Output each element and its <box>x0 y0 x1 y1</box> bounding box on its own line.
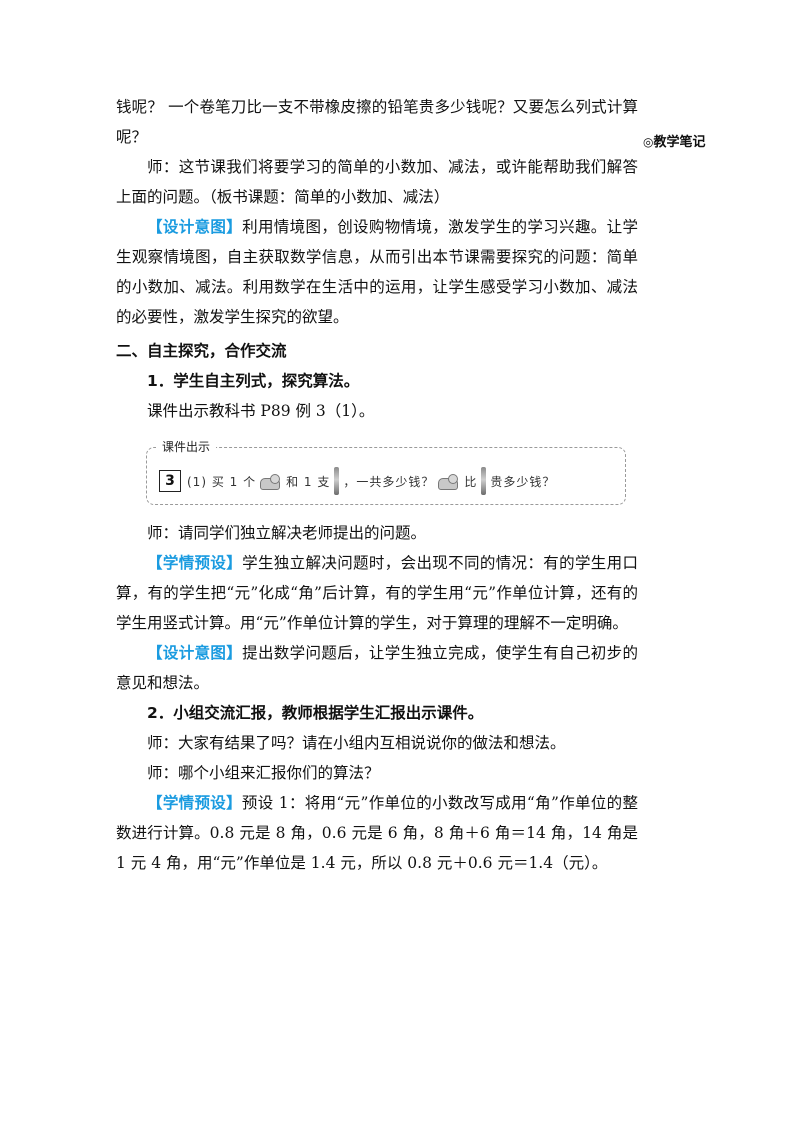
problem-seg-5: 贵多少钱？ <box>490 474 556 489</box>
section-heading: 二、自主探究，合作交流 <box>116 342 287 360</box>
paragraph-7: 【设计意图】提出数学问题后，让学生独立完成，使学生有自己初步的意见和想法。 <box>116 638 638 698</box>
design-intent-tag: 【设计意图】 <box>147 218 243 236</box>
teaching-notes-label: ◎教学笔记 <box>643 131 706 150</box>
paragraph-10-text: 预设 1：将用“元”作单位的小数改写成用“角”作单位的整数进行计算。0.8 元是… <box>116 794 638 872</box>
paragraph-9: 师：哪个小组来汇报你们的算法？ <box>147 764 380 782</box>
courseware-label: 课件出示 <box>156 438 217 455</box>
subheading-2: 2．小组交流汇报，教师根据学生汇报出示课件。 <box>147 704 484 722</box>
courseware-frame: 3 (1) 买 1 个 和 1 支 ，一共多少钱？ 比 贵多少钱？ <box>146 447 626 505</box>
problem-seg-2: 和 1 支 <box>286 474 331 489</box>
design-intent-tag: 【设计意图】 <box>147 644 243 662</box>
pencil-icon <box>481 467 487 495</box>
problem-seg-3: ，一共多少钱？ <box>343 474 435 489</box>
paragraph-4: 课件出示教科书 P89 例 3（1）。 <box>147 402 375 420</box>
learning-preview-tag: 【学情预设】 <box>147 554 243 572</box>
courseware-problem: 3 (1) 买 1 个 和 1 支 ，一共多少钱？ 比 贵多少钱？ <box>159 467 556 495</box>
paragraph-3-text: 利用情境图，创设购物情境，激发学生的学习兴趣。让学生观察情境图，自主获取数学信息… <box>116 218 638 326</box>
paragraph-6: 【学情预设】学生独立解决问题时，会出现不同的情况：有的学生用口算，有的学生把“元… <box>116 548 638 638</box>
paragraph-1: 钱呢？ 一个卷笔刀比一支不带橡皮擦的铅笔贵多少钱呢？又要怎么列式计算呢？ <box>116 98 638 146</box>
paragraph-5: 师：请同学们独立解决老师提出的问题。 <box>147 524 427 542</box>
paragraph-7-text: 提出数学问题后，让学生独立完成，使学生有自己初步的意见和想法。 <box>116 644 638 692</box>
sharpener-icon <box>260 474 282 490</box>
problem-seg-1: (1) 买 1 个 <box>187 474 257 489</box>
learning-preview-tag: 【学情预设】 <box>147 794 242 812</box>
paragraph-3: 【设计意图】利用情境图，创设购物情境，激发学生的学习兴趣。让学生观察情境图，自主… <box>116 212 638 332</box>
example-number: 3 <box>159 470 181 492</box>
sharpener-icon <box>438 474 460 490</box>
subheading-1: 1．学生自主列式，探究算法。 <box>147 372 360 390</box>
paragraph-2: 师：这节课我们将要学习的简单的小数加、减法，或许能帮助我们解答上面的问题。（板书… <box>116 158 638 206</box>
courseware-box: 3 (1) 买 1 个 和 1 支 ，一共多少钱？ 比 贵多少钱？ 课件出示 <box>116 438 638 508</box>
problem-seg-4: 比 <box>464 474 478 489</box>
sidenote-text: 教学笔记 <box>653 135 706 150</box>
paragraph-6-text: 学生独立解决问题时，会出现不同的情况：有的学生用口算，有的学生把“元”化成“角”… <box>116 554 638 632</box>
document-body: 钱呢？ 一个卷笔刀比一支不带橡皮擦的铅笔贵多少钱呢？又要怎么列式计算呢？ 师：这… <box>116 92 638 878</box>
paragraph-8: 师：大家有结果了吗？请在小组内互相说说你的做法和想法。 <box>147 734 566 752</box>
circle-mark-icon: ◎ <box>643 135 654 149</box>
paragraph-10: 【学情预设】预设 1：将用“元”作单位的小数改写成用“角”作单位的整数进行计算。… <box>116 788 638 878</box>
pencil-icon <box>334 467 340 495</box>
